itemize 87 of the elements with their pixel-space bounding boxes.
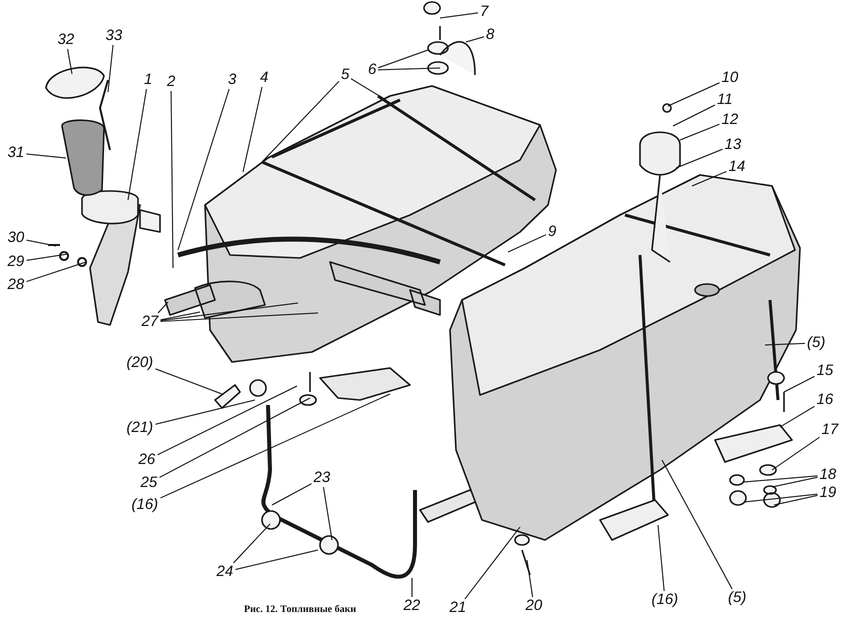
callout-number: (16) bbox=[650, 592, 680, 608]
leader-line bbox=[744, 494, 818, 502]
leader-line bbox=[67, 48, 72, 74]
callout-number: 10 bbox=[720, 70, 740, 86]
leader-line bbox=[744, 475, 818, 482]
leader-line bbox=[378, 68, 440, 70]
leader-line bbox=[440, 12, 478, 18]
leader-line bbox=[160, 312, 318, 322]
leader-line bbox=[784, 376, 815, 392]
callout-number: 22 bbox=[402, 598, 422, 614]
callout-number: 32 bbox=[56, 32, 76, 48]
callout-number: 15 bbox=[816, 363, 834, 379]
leader-line bbox=[242, 86, 262, 172]
leader-line bbox=[350, 78, 386, 100]
leader-line bbox=[680, 124, 720, 140]
leader-line bbox=[157, 386, 298, 456]
leader-line bbox=[155, 400, 256, 425]
callout-number: 18 bbox=[818, 467, 838, 483]
callout-number: 1 bbox=[143, 72, 154, 88]
leader-line bbox=[668, 82, 720, 106]
leader-line bbox=[26, 240, 56, 246]
leader-line bbox=[772, 436, 820, 470]
callout-number: 30 bbox=[6, 230, 26, 246]
leader-line bbox=[170, 90, 174, 268]
callout-number: 33 bbox=[104, 28, 124, 44]
leader-line bbox=[158, 302, 168, 314]
callout-number: 12 bbox=[720, 112, 740, 128]
callout-number: 27 bbox=[140, 314, 160, 330]
leader-line bbox=[772, 476, 818, 488]
leader-line bbox=[262, 80, 340, 162]
callout-number: (16) bbox=[130, 497, 160, 513]
callout-number: 21 bbox=[448, 600, 468, 616]
leader-line bbox=[232, 524, 270, 564]
callout-number: 4 bbox=[259, 70, 270, 86]
callout-number: 3 bbox=[227, 72, 238, 88]
leader-line bbox=[235, 550, 318, 570]
leader-line bbox=[774, 494, 818, 506]
callout-number: (5) bbox=[806, 335, 826, 351]
leader-line bbox=[178, 88, 230, 250]
leader-line bbox=[272, 483, 312, 506]
leader-line bbox=[466, 36, 484, 42]
callout-number: 26 bbox=[138, 452, 156, 468]
leader-line bbox=[159, 398, 310, 478]
leader-line bbox=[780, 406, 815, 428]
callout-number: (20) bbox=[126, 355, 154, 371]
callout-number: 11 bbox=[716, 92, 734, 108]
leader-line bbox=[322, 486, 332, 540]
leader-line bbox=[672, 104, 716, 126]
callout-number: (5) bbox=[727, 590, 748, 606]
callout-number: 6 bbox=[367, 62, 378, 78]
leader-line bbox=[108, 44, 114, 92]
leader-line bbox=[764, 342, 806, 346]
callout-number: 14 bbox=[728, 159, 746, 175]
figure-caption: Рис. 12. Топливные баки bbox=[244, 604, 356, 615]
callout-number: 5 bbox=[340, 67, 350, 83]
callout-number: 20 bbox=[524, 598, 544, 614]
callout-number: 2 bbox=[166, 74, 176, 90]
leader-line bbox=[662, 460, 733, 590]
leader-line bbox=[160, 302, 298, 322]
callout-number: 28 bbox=[6, 277, 26, 293]
callout-number: 9 bbox=[547, 224, 558, 240]
leader-line bbox=[128, 88, 147, 200]
callout-number: 8 bbox=[485, 27, 496, 43]
callout-number: 13 bbox=[724, 137, 742, 153]
callout-number: 24 bbox=[216, 564, 234, 580]
leader-line bbox=[160, 312, 200, 320]
callout-number: (21) bbox=[126, 420, 154, 436]
callout-number: 25 bbox=[140, 475, 158, 491]
callout-number: 16 bbox=[816, 392, 834, 408]
callout-number: 31 bbox=[6, 145, 26, 161]
callout-number: 23 bbox=[312, 470, 332, 486]
leader-line bbox=[464, 526, 520, 600]
leader-line bbox=[26, 254, 68, 261]
leader-line bbox=[658, 524, 665, 592]
leader-line bbox=[526, 560, 534, 598]
callout-number: 19 bbox=[818, 485, 838, 501]
callout-number: 17 bbox=[820, 422, 840, 438]
callout-number: 7 bbox=[479, 4, 490, 20]
leader-line bbox=[692, 170, 727, 186]
leader-line bbox=[160, 394, 390, 498]
leader-line bbox=[676, 148, 723, 168]
leader-line bbox=[508, 234, 546, 252]
leader-line bbox=[155, 368, 222, 394]
callout-number: 29 bbox=[6, 254, 26, 270]
leader-line bbox=[26, 154, 66, 158]
leader-line bbox=[26, 262, 86, 282]
leader-line bbox=[378, 50, 428, 68]
